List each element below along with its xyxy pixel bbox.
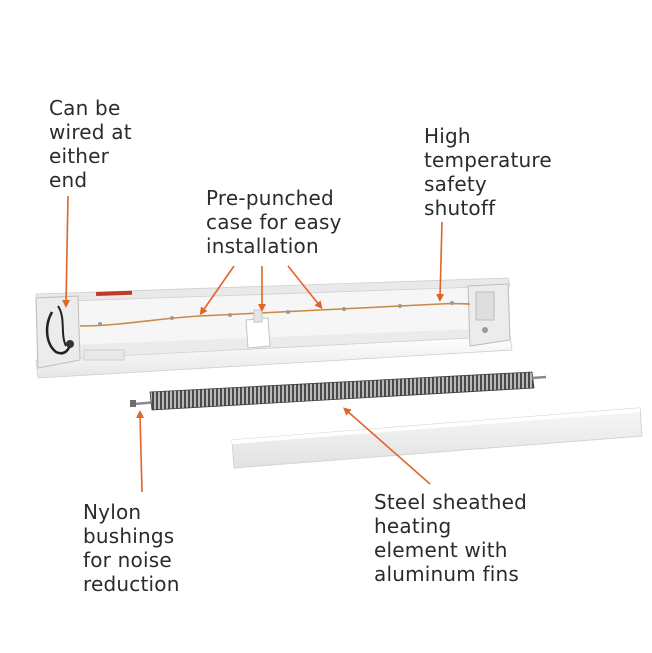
heating-element (130, 371, 547, 411)
arrow-steel (342, 407, 431, 485)
wire-clips (98, 301, 454, 326)
arrow-punched-right (287, 265, 323, 310)
center-bracket (245, 309, 271, 349)
arrow-high-temp (436, 221, 445, 302)
nylon-bushing (130, 400, 136, 407)
callout-nylon: Nylon bushings for noise reduction (83, 500, 180, 596)
callout-pre-punched: Pre-punched case for easy installation (206, 186, 342, 258)
front-cover (231, 407, 643, 469)
arrow-nylon (136, 410, 145, 493)
arrow-wired (62, 195, 71, 308)
heater-housing (35, 277, 513, 379)
callout-arrows (62, 195, 445, 493)
callout-high-temp: High temperature safety shutoff (424, 124, 552, 220)
internal-wire (79, 302, 471, 327)
callout-wired: Can be wired at either end (49, 96, 132, 192)
left-end-box (35, 295, 125, 369)
callout-steel: Steel sheathed heating element with alum… (374, 490, 528, 586)
arrow-punched-left (199, 265, 235, 316)
right-end-box (467, 283, 511, 347)
